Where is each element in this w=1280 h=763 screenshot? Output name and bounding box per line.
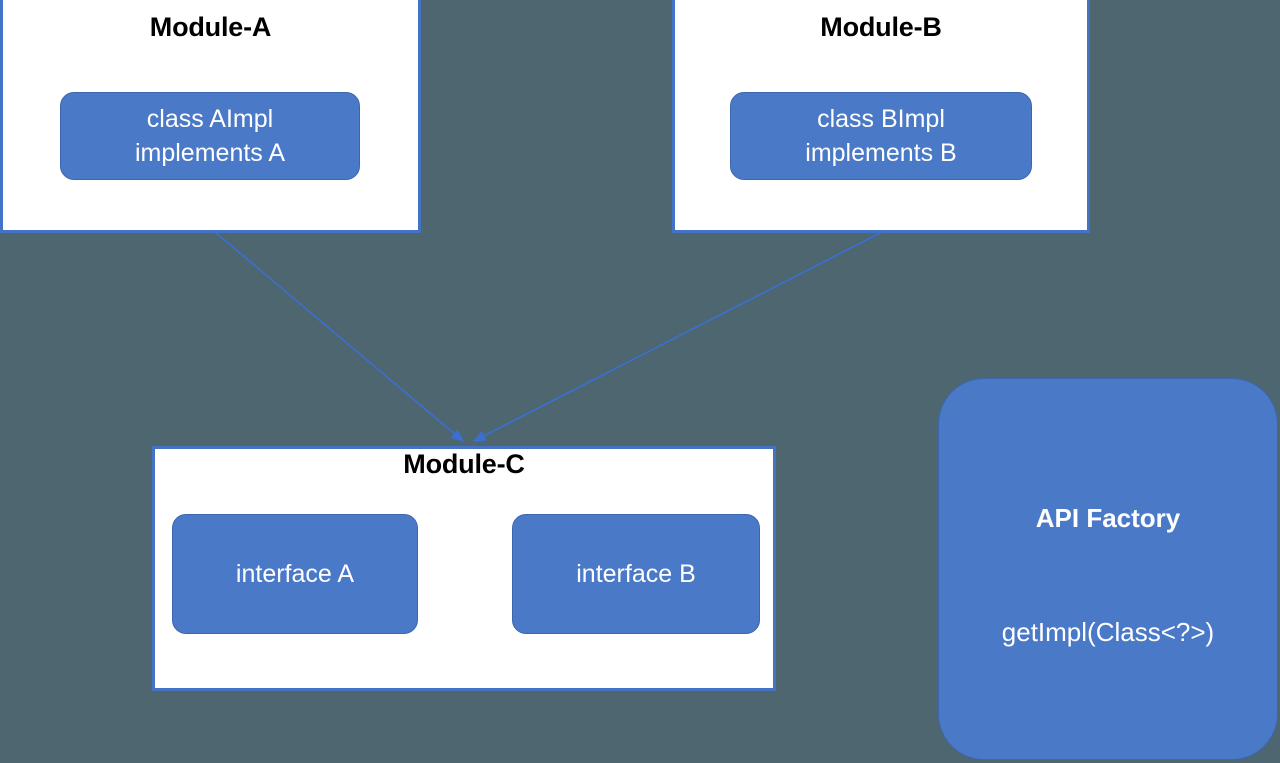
module-c-title: Module-C bbox=[403, 449, 525, 479]
node-api-factory[interactable]: API Factory getImpl(Class<?>) bbox=[938, 378, 1278, 760]
arrow-module-b-to-module-c bbox=[472, 231, 883, 442]
node-interface-b-label: interface B bbox=[576, 559, 696, 588]
node-class-aimpl-label: class AImpl implements A bbox=[134, 104, 286, 168]
node-class-bimpl[interactable]: class BImpl implements B bbox=[730, 92, 1032, 180]
arrow-module-a-to-module-c bbox=[214, 231, 464, 442]
module-b-title: Module-B bbox=[820, 12, 942, 42]
api-factory-title: API Factory bbox=[1035, 503, 1181, 533]
node-interface-a[interactable]: interface A bbox=[172, 514, 418, 634]
node-interface-a-label: interface A bbox=[235, 559, 355, 588]
node-class-aimpl[interactable]: class AImpl implements A bbox=[60, 92, 360, 180]
node-class-bimpl-label: class BImpl implements B bbox=[805, 104, 957, 168]
node-interface-b[interactable]: interface B bbox=[512, 514, 760, 634]
api-factory-method: getImpl(Class<?>) bbox=[1001, 617, 1215, 647]
module-a-title: Module-A bbox=[149, 12, 272, 42]
